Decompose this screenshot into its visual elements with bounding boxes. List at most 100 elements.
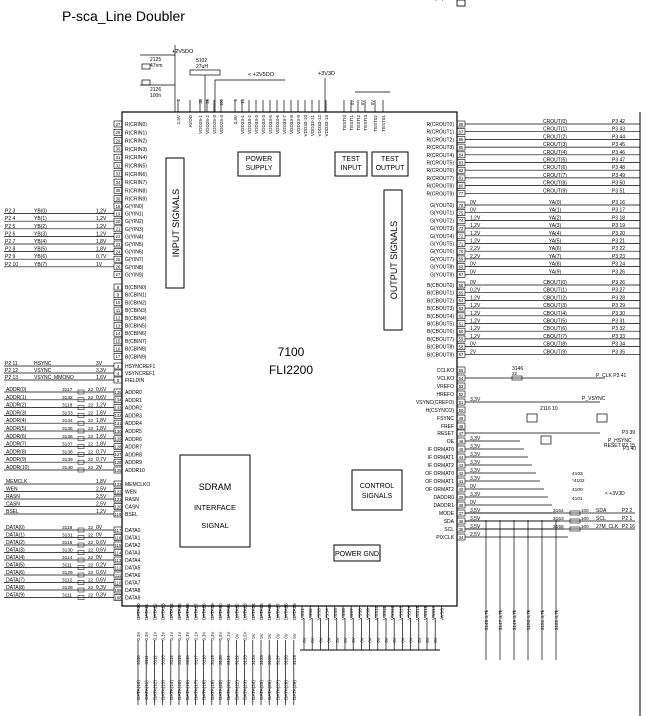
left-connector-label: P2 5 [5,224,16,230]
top-pin-name: TESTI1 [349,115,354,131]
top-pin-name: VDD33-1 [240,115,245,134]
left-pin-name: G(YIN2) [125,219,144,225]
bottom-resistor-label: 3110 [136,655,141,665]
left-resistor [77,467,85,473]
right-pin-box [456,414,466,422]
left-pin-name: BSEL [125,512,138,518]
right-net-name: YA(6) [549,246,562,252]
left-pin-number: 20 [116,219,121,224]
right-pin-number: 74 [459,218,464,223]
right-connector-label: P3 32 [612,326,625,332]
bottom-net-name: DATA(10) [136,680,141,700]
left-pin-name: G(YIN4) [125,234,144,240]
top-pin-name: VDD33-5 [268,115,273,134]
control-voltage: 3,3V [470,492,481,498]
bottom-resistor-label: 3122 [234,655,239,665]
bottom-resistor-label: 3124 [251,655,256,665]
right-pin-number: 62 [459,314,464,319]
left-pin-number: 17 [116,354,121,359]
left-net-voltage: 1,8V [96,426,107,432]
chip-number: 7100 [278,345,305,359]
bottom-net-name: DATA(27) [275,680,280,700]
left-resistor [77,397,85,403]
left-resistor-label: 3139 [62,457,73,463]
vss-voltage: 0V [359,637,364,642]
top-pin-number: 38 [198,98,203,103]
left-net-name: ADDR(3) [6,410,27,416]
right-pin-name: OF ORMAT0 [425,471,454,477]
output-signals-block [383,189,403,331]
left-pin-name: R(CRIN5) [125,164,147,170]
bottom-pin-name: VSS4 [325,608,330,620]
right-pin-number: 64 [459,298,464,303]
right-pin-name: B(CBOUT7) [427,337,454,343]
inductor-value: 27uH [196,64,208,70]
left-pin-number: 9 [117,293,120,298]
bottom-resistor-label: 3125 [259,655,264,665]
left-net-voltage: 1,8V [96,247,107,253]
right-connector-label: P3 16 [612,200,625,206]
left-net-voltage: 1,6V [96,434,107,440]
left-net-name: DATA(1) [6,533,25,539]
left-connector-label: P2 6 [5,231,16,237]
pullup-resistor-label: 3150 4,7k [526,609,531,630]
left-net-name: VSYNC_MMONO [34,375,74,381]
left-pin-number: 115 [115,543,122,548]
right-pin-number: 43 [459,463,464,468]
left-net-voltage: 1,2V [96,216,107,222]
top-pin-number: 6 [233,98,238,101]
right-connector-label: P3 28 [612,295,625,301]
left-net-voltage: 1,6V [96,410,107,416]
left-pin-number: 110 [115,580,122,585]
right-net-name: CBOUT(9) [543,349,567,355]
right-pin-number: 73 [459,226,464,231]
bottom-pin-name: DATA20 [218,603,223,620]
left-net-name: RASN [6,494,20,500]
right-pin-name: B(CBOUT6) [427,329,454,335]
top-pin-number: 2 [176,98,181,101]
left-pin-name: DATA7 [125,581,141,587]
right-pin-name: HREFO [437,392,455,398]
left-resistor-label: 3131 [62,533,73,539]
inductor-label: 5102 [196,58,207,64]
left-resistor-value: 22 [88,434,94,439]
left-pin-number: 31 [116,155,121,160]
left-pin-number: 108 [115,595,123,600]
top-pin-name: VDD25-3 [212,115,217,134]
left-net-voltage: 0,3V [96,593,107,599]
right-net-name: CBOUT(0) [543,280,567,286]
top-pin-name: 2,5V [176,114,181,124]
right-pin-name: VSYNC(CREFO) [416,400,454,406]
bottom-pin-name: DATA29 [292,603,297,620]
left-net-name: ADDR(6) [6,434,27,440]
bottom-pin-name: VSS2 [308,608,313,620]
left-pin-number: 8 [117,285,120,290]
right-pin-number: 67 [459,272,464,277]
supply-label: +3V3D [318,71,335,77]
bottom-net-name: DATA(17) [193,680,198,700]
control-voltage: 3,5V [470,508,481,514]
right-net-name: CROUT(0) [543,119,567,125]
bottom-pin-name: DATA17 [193,603,198,620]
right-pin-number: 54 [459,376,464,381]
capacitor-label: 2126 [150,87,161,93]
right-net-voltage: 0V [470,269,477,275]
top-pin-voltage: 0V [370,100,375,105]
bottom-net-name: DATA(24) [251,680,256,700]
left-resistor [77,444,85,449]
bottom-pin-name: DATA13 [161,603,166,620]
right-pin-name: B(CBOUT9) [427,352,454,358]
left-pin-number: 22 [116,234,121,239]
left-pin-number: 3 [117,364,120,369]
bottom-resistor-label: 3119 [210,655,215,665]
right-pin-name: B(CBOUT3) [427,306,454,312]
right-pin-number: 33 [459,0,464,1]
right-pin-name: R(CROUT7) [427,176,455,182]
right-net-name: CBOUT(2) [543,295,567,301]
bottom-pin-name: DATA25 [259,603,264,620]
power-supply-label: POWER [246,156,272,163]
bottom-net-name: DATA(28) [284,680,289,700]
bottom-net-voltage: 0V [267,633,272,638]
left-pin-number: 120 [115,504,123,509]
bus-resistor [569,518,581,524]
